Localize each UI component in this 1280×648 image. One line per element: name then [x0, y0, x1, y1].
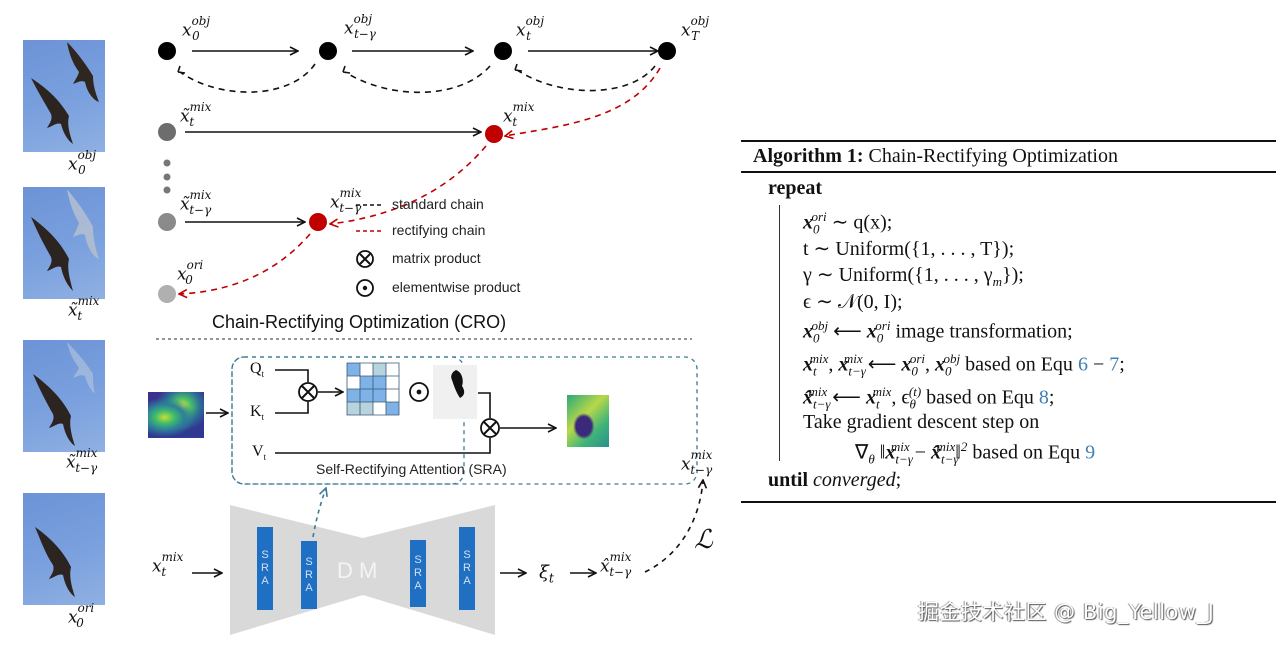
output-heatmap [567, 395, 609, 447]
legend-elementwise-product: elementwise product [392, 279, 521, 295]
image-x0-ori [23, 493, 105, 605]
image-x0-obj [23, 40, 105, 152]
legend-matrix-product: matrix product [392, 250, 481, 266]
sra-matrix-product-icon-2 [480, 418, 500, 438]
algo-line-5: x0obj ⟵ x0ori image transformation; [803, 317, 1073, 346]
algo-line-6: xtmix, xt−γmix ⟵ x0ori, x0obj based on E… [803, 350, 1125, 379]
label-xt-obj: xobjt [516, 14, 545, 44]
algo-line-9: ∇θ ‖xt−γmix − x̂t−γmix‖2 based on Equ 9 [855, 438, 1096, 467]
algo-body: repeat x0ori ∼ q(x); t ∼ Uniform({1, . .… [741, 173, 1276, 495]
node-x0-ori [158, 285, 176, 303]
image-mix-t-gamma [23, 340, 105, 452]
dm-output-label: x̂mixt−γ [600, 550, 632, 580]
caption-mix-t: x̃mixt [68, 294, 100, 324]
dm-xi-label: ξt [539, 562, 554, 586]
legend-standard-chain: standard chain [392, 196, 484, 212]
label-x0-ori: xori0 [177, 258, 204, 288]
algo-line-4: ϵ ∼ 𝒩(0, I); [803, 290, 903, 313]
dm-target-label: xmixt−γ [681, 448, 713, 478]
algo-line-8: Take gradient descent step on [803, 410, 1040, 433]
label-xtg-mix: xmixt−γ [330, 186, 362, 216]
loss-arrow [644, 480, 703, 573]
ref-equ-7[interactable]: 7 [1109, 353, 1120, 376]
ellipsis-dot-2 [163, 173, 171, 181]
node-xT-obj [658, 42, 676, 60]
algo-title-rule [741, 171, 1276, 173]
vulture-silhouettes-icon [31, 42, 99, 144]
ref-equ-6[interactable]: 6 [1077, 353, 1088, 376]
label-tilde-xt-mix: x̃mixt [180, 100, 212, 130]
vulture-faded-icon [33, 342, 95, 446]
ref-equ-8[interactable]: 8 [1038, 386, 1049, 409]
node-x0-obj [158, 42, 176, 60]
label-x0-obj: xobj0 [182, 14, 211, 44]
ellipsis-dot-3 [163, 186, 171, 194]
algo-title: Algorithm 1: Chain-Rectifying Optimizati… [753, 145, 1118, 167]
node-xt-mix [485, 125, 503, 143]
ref-equ-9[interactable]: 9 [1085, 441, 1096, 464]
standard-chain-arc-2 [344, 65, 491, 94]
legend-rectifying-chain: rectifying chain [392, 222, 486, 238]
legend-elementwise-product-icon [356, 279, 374, 297]
legend-matrix-product-icon [356, 250, 374, 268]
label-xT-obj: xobjT [681, 14, 710, 44]
sra-matrix-product-icon-1 [298, 382, 318, 402]
label-xt-mix: xmixt [503, 100, 535, 130]
dm-hourglass [230, 505, 495, 635]
caption-x0-obj: xobj0 [68, 148, 97, 178]
node-xt-obj [494, 42, 512, 60]
dm-label: D M [337, 558, 378, 583]
algo-top-rule [741, 140, 1276, 142]
caption-mix-t-gamma: x̃mixt−γ [66, 446, 98, 476]
sra-box-outline [231, 356, 698, 485]
chain-diagram [156, 42, 740, 635]
ellipsis-dot-1 [163, 159, 171, 167]
loss-symbol: ℒ [694, 525, 713, 555]
node-xtg-obj [319, 42, 337, 60]
attention-map-grid [346, 362, 400, 416]
rectifying-chain-3 [179, 233, 311, 294]
node-tilde-xt-mix [158, 123, 176, 141]
algorithm-box: Algorithm 1: Chain-Rectifying Optimizati… [741, 140, 1276, 503]
vulture-original-icon [35, 527, 75, 597]
algo-until-line: until converged; [768, 468, 902, 491]
standard-chain-arc-1 [179, 63, 316, 93]
sra-title: Self-Rectifying Attention (SRA) [316, 461, 507, 477]
label-tilde-xtg-mix: x̃mixt−γ [180, 188, 212, 218]
sra-v-label: Vt [252, 443, 267, 463]
sra-elementwise-product-icon [409, 382, 429, 402]
standard-chain-arc-3 [516, 65, 656, 92]
watermark: 掘金技术社区 @ Big_Yellow_J [918, 600, 1215, 624]
image-mix-t [23, 187, 105, 299]
algo-repeat-keyword: repeat [768, 176, 823, 199]
node-xtg-mix [309, 213, 327, 231]
vulture-mixed-icon [31, 189, 99, 291]
bird-mask-icon [451, 370, 465, 398]
rectifying-chain-2 [330, 145, 487, 224]
algo-repeat-bar [779, 204, 780, 461]
sra-q-label: Qt [250, 360, 265, 380]
algo-bottom-rule [741, 500, 1276, 503]
algo-line-7: x̂t−γmix ⟵ xtmix, ϵθ(t) based on Equ 8; [803, 383, 1055, 412]
label-xtg-obj: xobjt−γ [344, 12, 376, 42]
algo-line-2: t ∼ Uniform({1, . . . , T}); [803, 237, 1015, 260]
dm-input-label: xmixt [152, 550, 184, 580]
algo-line-1: x0ori ∼ q(x); [803, 208, 893, 237]
cro-title: Chain-Rectifying Optimization (CRO) [212, 312, 507, 332]
node-tilde-xtg-mix [158, 213, 176, 231]
algo-line-3: γ ∼ Uniform({1, . . . , γm}); [803, 263, 1024, 289]
sra-k-label: Kt [250, 403, 265, 423]
input-heatmap [148, 392, 204, 438]
rectifying-chain-1 [505, 67, 661, 136]
sra-link-arrow [312, 488, 326, 538]
caption-x0-ori: xori0 [68, 601, 95, 631]
